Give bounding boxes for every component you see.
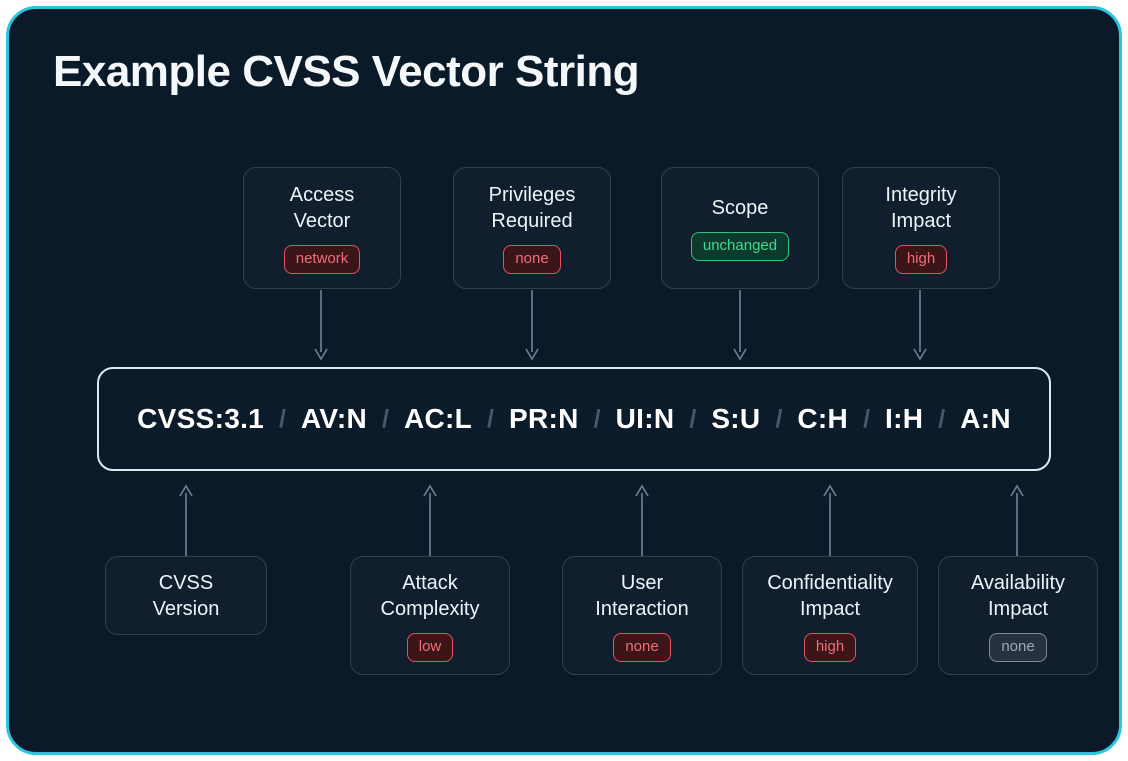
attribute-label: Scope xyxy=(711,197,769,219)
attribute-value-badge: high xyxy=(803,632,857,662)
arrow-availability-impact xyxy=(1010,484,1024,556)
attribute-label: Privileges Required xyxy=(488,184,576,232)
arrow-integrity-impact xyxy=(913,290,927,361)
attribute-value-badge: none xyxy=(989,632,1047,662)
vector-segment-i-h: I:H xyxy=(885,403,924,434)
arrow-cvss-version xyxy=(179,484,193,556)
attribute-box-user-interaction[interactable]: User Interaction none xyxy=(562,556,722,675)
attribute-value-badge: unchanged xyxy=(690,232,790,261)
arrow-confidentiality-impact xyxy=(823,484,837,556)
attribute-box-access-vector[interactable]: Access Vector network xyxy=(243,167,401,289)
vector-separator: / xyxy=(279,404,286,433)
attribute-label: User Interaction xyxy=(595,571,689,620)
attribute-box-scope[interactable]: Scope unchanged xyxy=(661,167,819,289)
attribute-label: Confidentiality Impact xyxy=(767,571,893,620)
vector-separator: / xyxy=(593,404,601,433)
attribute-label: Integrity Impact xyxy=(885,184,957,232)
arrow-access-vector xyxy=(314,290,328,361)
cvss-vector-string-bar[interactable]: CVSS:3.1 / AV:N / AC:L / PR:N / UI:N / S:U / C:H / I:H… xyxy=(97,367,1051,471)
arrow-attack-complexity xyxy=(423,484,437,556)
vector-separator: / xyxy=(689,404,697,433)
attribute-box-privileges-required[interactable]: Privileges Required none xyxy=(453,167,611,289)
attribute-box-integrity-impact[interactable]: Integrity Impact high xyxy=(842,167,1000,289)
attribute-value-badge: network xyxy=(283,245,361,274)
attribute-value-badge: low xyxy=(406,632,454,662)
page-title: Example CVSS Vector String xyxy=(53,47,640,96)
vector-segment-c-h: C:H xyxy=(797,403,849,434)
attribute-label: CVSS Version xyxy=(152,571,220,620)
attribute-value-badge: none xyxy=(613,632,671,662)
attribute-value-badge: high xyxy=(894,245,948,274)
vector-separator: / xyxy=(938,404,946,433)
vector-separator: / xyxy=(487,404,494,433)
attribute-box-confidentiality-impact[interactable]: Confidentiality Impact high xyxy=(742,556,918,675)
vector-segment-cvss-3-1: CVSS:3.1 xyxy=(137,403,265,434)
arrow-privileges-required xyxy=(525,290,539,361)
vector-separator: / xyxy=(863,404,871,433)
vector-separator: / xyxy=(775,404,783,433)
vector-segments: CVSS:3.1 / AV:N / AC:L / PR:N / UI:N / S:U / C:H / I:H… xyxy=(135,403,1013,435)
attribute-box-cvss-version[interactable]: CVSS Version xyxy=(105,556,267,635)
attribute-label: Access Vector xyxy=(289,184,355,232)
attribute-label: Availability Impact xyxy=(970,571,1066,620)
arrow-user-interaction xyxy=(635,484,649,556)
attribute-box-attack-complexity[interactable]: Attack Complexity low xyxy=(350,556,510,675)
vector-segment-s-u: S:U xyxy=(711,403,761,434)
diagram-panel: Example CVSS Vector String Access Vector… xyxy=(6,6,1122,755)
vector-segment-ui-n: UI:N xyxy=(615,403,675,434)
vector-segment-av-n: AV:N xyxy=(300,403,368,434)
attribute-label: Attack Complexity xyxy=(380,571,480,620)
arrow-scope xyxy=(733,290,747,361)
vector-segment-ac-l: AC:L xyxy=(403,403,473,434)
attribute-value-badge: none xyxy=(503,245,561,274)
vector-separator: / xyxy=(382,404,389,433)
attribute-box-availability-impact[interactable]: Availability Impact none xyxy=(938,556,1098,675)
vector-segment-a-n: A:N xyxy=(960,403,1011,434)
vector-segment-pr-n: PR:N xyxy=(509,403,579,434)
